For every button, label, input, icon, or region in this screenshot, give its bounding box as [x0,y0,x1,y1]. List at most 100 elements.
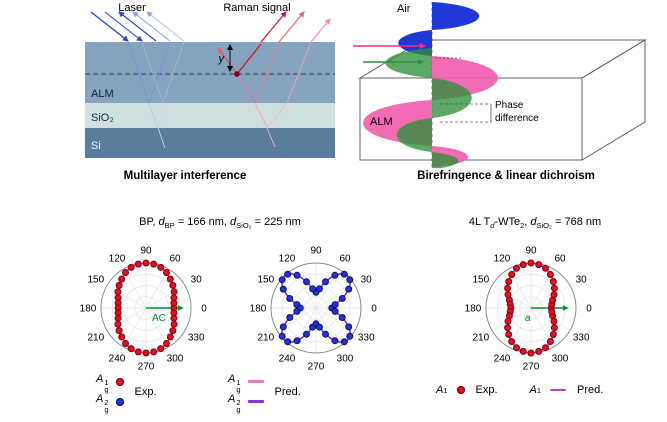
exp-point [546,338,554,345]
polar-angle-label: 0 [201,304,207,315]
polar-angle-label: 240 [279,354,296,365]
alm-layer-label: ALM [91,88,114,100]
phase-difference-label-line2: difference [495,113,539,124]
exp-point [284,270,292,278]
phase-difference-annotation: Phase difference [440,100,539,124]
polar-grid-spoke [145,285,186,309]
polar-grid-spoke [491,307,532,331]
exp-point [170,294,178,302]
exp-point [279,323,287,331]
polarization-waves [363,2,498,168]
polar-angle-label: 30 [576,275,588,286]
fast-axis-wave-lobe [432,78,472,118]
polar-grid-spoke [491,285,532,309]
crystal-axis-label: AC [152,313,166,324]
laser-beams [90,11,185,149]
exp-point [322,278,329,286]
exp-point [527,259,535,267]
laser-label: Laser [118,2,146,14]
exp-point [157,263,165,271]
exp-point [170,309,178,317]
polar-grid-spoke [106,307,147,331]
polar-angle-label: 60 [169,253,181,264]
polar-angle-label: 120 [494,253,511,264]
exp-point [346,276,354,284]
polar-angle-label: 60 [554,253,566,264]
legend-dot-marker [456,386,465,394]
exp-point [114,288,122,296]
si-layer-label: Si [91,140,101,152]
polar-angle-label: 300 [552,354,569,365]
polar-angle-label: 270 [523,362,540,373]
polar-angle-label: 330 [573,333,590,344]
polar-angle-label: 60 [339,253,351,264]
raman-signal-label: Raman signal [223,2,290,14]
polar-angle-label: 240 [494,354,511,365]
exp-point [345,285,353,293]
polar-angle-label: 120 [279,253,296,264]
polar-angle-label: 30 [361,275,373,286]
exp-point [286,295,294,302]
exp-point [550,324,558,332]
polar-angle-label: 330 [358,333,375,344]
exp-point [331,337,339,345]
exp-point [170,288,178,296]
polar-angle-label: 0 [371,304,377,315]
exp-point [535,347,543,355]
exp-point [505,278,513,285]
fast-axis-wave-lobe [385,48,432,78]
sio2-layer-label: SiO₂ [91,112,114,124]
exp-point [284,338,292,346]
exp-point [519,347,527,355]
wte2-plot-title: 4L Td-WTe2, dSiO₂ = 768 nm [468,216,602,230]
polar-angle-label: 150 [472,275,489,286]
exp-point [293,337,301,345]
polar-angle-label: 30 [191,275,203,286]
exp-point [550,291,558,299]
polar-outer-circle [270,262,362,354]
phase-difference-label-line1: Phase [495,100,524,111]
exp-point [278,332,286,340]
polar-angle-label: 0 [586,304,592,315]
exp-point [166,333,174,341]
exp-point [549,331,557,338]
polar-angle-label: 150 [87,275,104,286]
legend-tag: Pred. [274,385,301,398]
exp-point [309,285,317,293]
exp-point [508,338,516,345]
fast-axis-wave-lobe [396,118,432,152]
polar-angle-label: 150 [257,275,274,286]
exp-point [519,261,527,269]
exp-point [169,327,177,335]
exp-point [127,263,135,271]
exp-point [345,323,353,331]
birefringence-diagram: Phase difference Air ALM [353,2,647,168]
exp-point [115,327,123,335]
exp-point [331,271,339,279]
exp-point [340,338,348,346]
polar-angle-label: 300 [337,354,354,365]
exp-point [504,324,512,332]
polar-angle-label: 90 [310,246,322,257]
exp-point [322,330,329,338]
exp-point [115,281,123,289]
exp-point [505,331,513,338]
exp-point [338,295,346,302]
polar-angle-label: 90 [140,246,152,257]
exp-point [142,349,150,357]
si-layer [85,128,335,158]
polar-angle-label: 270 [138,362,155,373]
legend-dot-marker [115,397,124,406]
exp-point [346,332,354,340]
polar-angle-label: 330 [188,333,205,344]
exp-point [122,340,129,347]
exp-point [278,276,286,284]
exp-point [114,314,122,322]
exp-point [293,271,301,279]
